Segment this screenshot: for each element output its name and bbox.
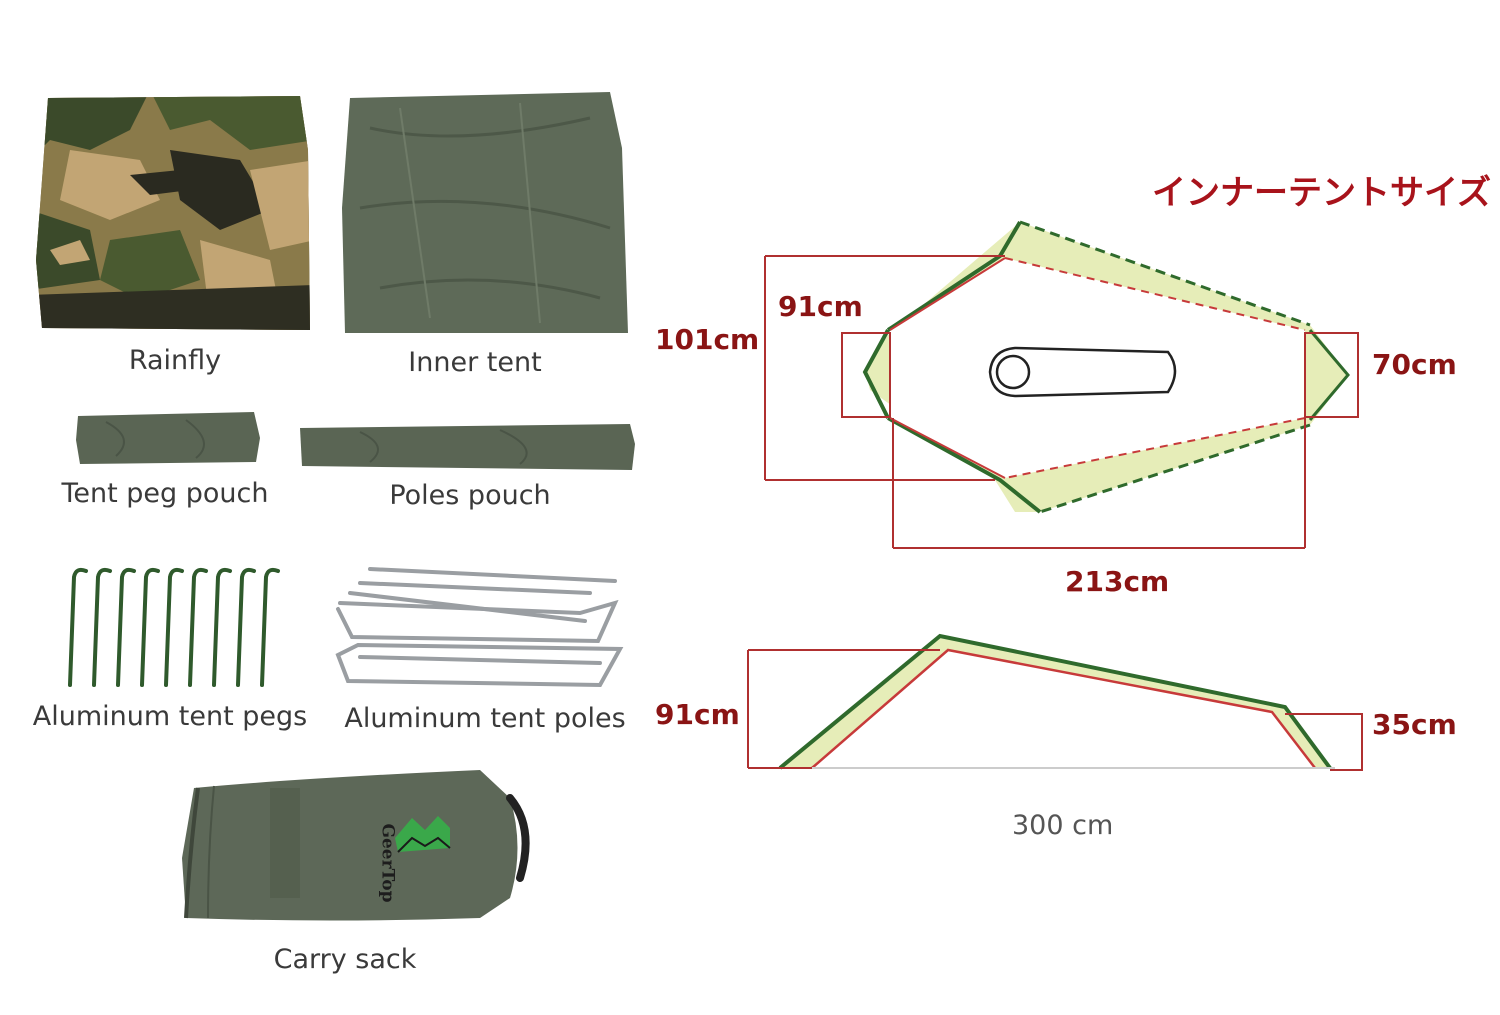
poles-pouch-label: Poles pouch [389, 480, 551, 511]
tent-pegs-illustration [68, 567, 280, 687]
aluminum-tent-pegs-image [60, 565, 290, 690]
rainfly-illustration [36, 96, 310, 330]
aluminum-tent-poles-label: Aluminum tent poles [344, 703, 626, 734]
inner-tent-image [340, 88, 630, 338]
tent-peg-pouch-illustration [76, 412, 260, 464]
foot-width-dimension: 70cm [1372, 348, 1457, 381]
width-inner-dimension: 91cm [778, 290, 863, 323]
carry-sack-image: GeerTop [180, 768, 535, 928]
foot-height-dimension: 35cm [1372, 708, 1457, 741]
aluminum-tent-poles-image [330, 563, 625, 693]
rainfly-label: Rainfly [128, 345, 222, 376]
inner-tent-illustration [342, 92, 628, 333]
base-length-dimension: 300 cm [1012, 810, 1114, 841]
inner-tent-label: Inner tent [408, 347, 542, 378]
tent-peg-pouch-image [76, 412, 261, 464]
length-dimension: 213cm [1065, 565, 1170, 598]
carry-sack-label: Carry sack [273, 944, 417, 975]
tent-poles-illustration [335, 567, 624, 688]
head-height-dimension: 91cm [655, 698, 740, 731]
poles-pouch-image [300, 424, 635, 470]
aluminum-tent-pegs-label: Aluminum tent pegs [32, 701, 308, 732]
inner-tent-size-title: インナーテントサイズ [1152, 173, 1491, 213]
width-outer-dimension: 101cm [655, 323, 760, 356]
tent-peg-pouch-label: Tent peg pouch [61, 478, 269, 509]
poles-pouch-illustration [300, 424, 635, 470]
rainfly-image [30, 90, 315, 335]
carry-sack-illustration [182, 770, 530, 921]
